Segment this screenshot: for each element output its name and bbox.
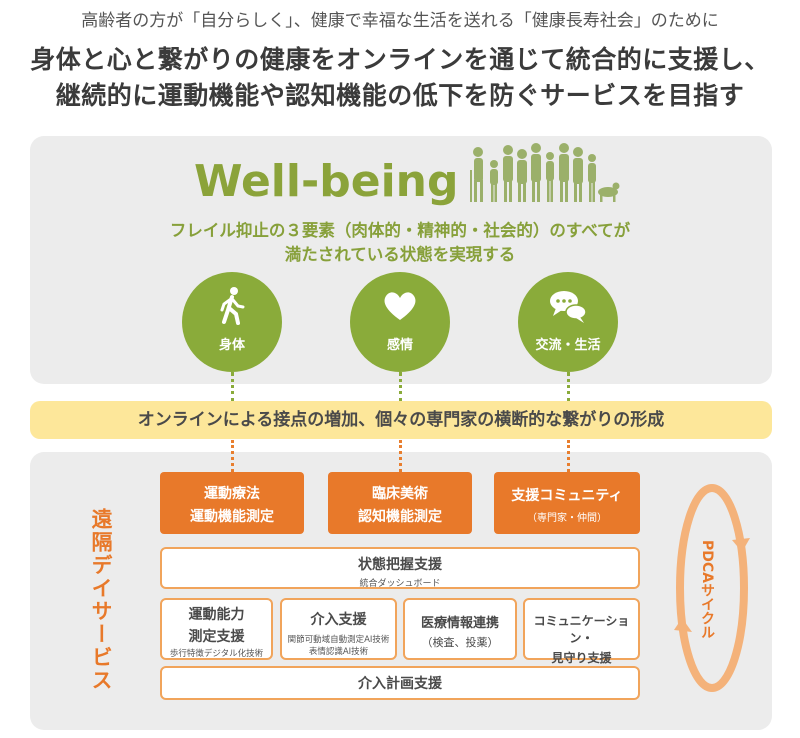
circle-emotion: 感情 bbox=[350, 272, 450, 372]
chat-bubbles-icon bbox=[550, 291, 587, 323]
wellbeing-description-line-1: フレイル抑止の３要素（肉体的・精神的・社会的）のすべてが bbox=[169, 221, 631, 240]
motor-line-2: 測定支援 bbox=[188, 629, 245, 645]
circle-body-label: 身体 bbox=[218, 338, 245, 353]
remote-day-service-label: 遠隔デイサービス bbox=[89, 508, 113, 692]
box-art-line-1: 臨床美術 bbox=[372, 486, 428, 502]
wellbeing-title: Well-being bbox=[194, 156, 459, 207]
box-exercise-line-2: 運動機能測定 bbox=[190, 509, 274, 525]
box-medical-info: 医療情報連携 （検査、投薬） bbox=[403, 598, 517, 660]
connection-band: オンラインによる接点の増加、個々の専門家の横断的な繋がりの形成 bbox=[30, 401, 772, 439]
plan-title: 介入計画支援 bbox=[358, 676, 442, 692]
box-art-line-2: 認知機能測定 bbox=[358, 509, 442, 525]
circle-social: 交流・生活 bbox=[518, 272, 618, 372]
walking-person-icon bbox=[220, 287, 245, 325]
motor-line-1: 運動能力 bbox=[188, 607, 245, 623]
heart-icon bbox=[384, 292, 416, 320]
box-clinical-art: 臨床美術 認知機能測定 bbox=[328, 472, 472, 534]
header-line-1: 身体と心と繋がりの健康をオンラインを通じて統合的に支援し、 bbox=[30, 45, 770, 74]
box-motor-measurement: 運動能力 測定支援 歩行特徴デジタル化技術 bbox=[160, 598, 273, 660]
box-state-grasp: 状態把握支援 統合ダッシュボード bbox=[160, 547, 640, 589]
pdca-cycle-arrow-icon bbox=[674, 484, 750, 692]
box-support-community: 支援コミュニティ （専門家・仲間） bbox=[494, 472, 640, 534]
communication-line-1: コミュニケーション・ bbox=[533, 614, 630, 645]
intervention-sub-2: 表情認識AI技術 bbox=[308, 647, 369, 657]
state-grasp-title: 状態把握支援 bbox=[358, 557, 442, 573]
connector-art bbox=[399, 440, 402, 472]
connector-emotion bbox=[399, 372, 402, 402]
box-communication: コミュニケーション・ 見守り支援 bbox=[523, 598, 640, 665]
circle-body: 身体 bbox=[182, 272, 282, 372]
motor-sub: 歩行特徴デジタル化技術 bbox=[169, 649, 264, 659]
people-silhouette-icon bbox=[470, 143, 620, 202]
box-intervention-plan: 介入計画支援 bbox=[160, 666, 640, 700]
intervention-title: 介入支援 bbox=[310, 612, 367, 628]
box-exercise-therapy: 運動療法 運動機能測定 bbox=[160, 472, 304, 534]
pdca-label: PDCAサイクル bbox=[699, 540, 715, 639]
communication-line-2: 見守り支援 bbox=[551, 651, 612, 665]
circle-social-label: 交流・生活 bbox=[535, 338, 601, 353]
box-intervention-support: 介入支援 関節可動域自動測定AI技術 表情認識AI技術 bbox=[280, 598, 397, 660]
connector-community bbox=[567, 440, 570, 472]
box-exercise-line-1: 運動療法 bbox=[204, 486, 260, 502]
state-grasp-sub: 統合ダッシュボード bbox=[359, 579, 441, 589]
connector-body bbox=[231, 372, 234, 402]
wellbeing-description-line-2: 満たされている状態を実現する bbox=[284, 245, 516, 264]
box-community-line-1: 支援コミュニティ bbox=[511, 488, 623, 504]
medical-line-2: （検査、投薬） bbox=[421, 636, 499, 649]
intervention-sub-1: 関節可動域自動測定AI技術 bbox=[287, 635, 390, 645]
box-community-line-2: （専門家・仲間） bbox=[527, 513, 607, 524]
connector-social bbox=[567, 372, 570, 402]
medical-line-1: 医療情報連携 bbox=[420, 616, 499, 631]
header-subtitle: 高齢者の方が「自分らしく」、健康で幸福な生活を送れる「健康長寿社会」のために bbox=[81, 11, 719, 31]
circle-emotion-label: 感情 bbox=[386, 338, 413, 353]
connector-exercise bbox=[231, 440, 234, 472]
header-line-2: 継続的に運動機能や認知機能の低下を防ぐサービスを目指す bbox=[55, 81, 745, 110]
